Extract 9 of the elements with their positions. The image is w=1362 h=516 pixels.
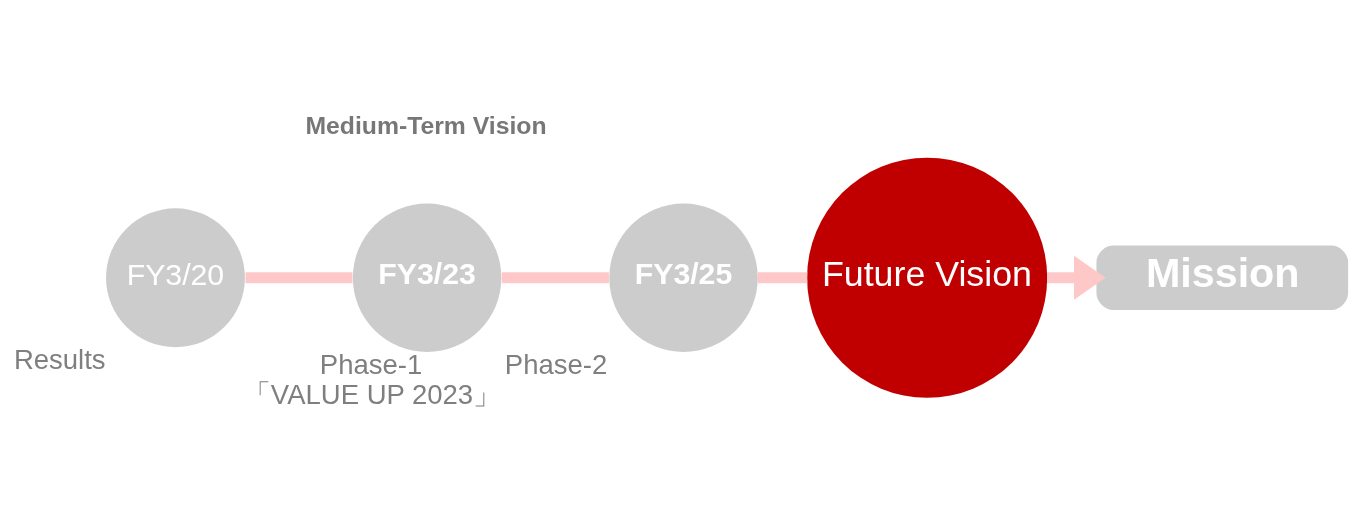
connector <box>757 271 808 283</box>
node-label: 「VALUE UP 2023」 <box>242 378 502 410</box>
label: Medium-Term Vision <box>305 111 547 139</box>
connector <box>245 271 353 283</box>
node-label: Results <box>13 343 106 375</box>
connector <box>501 271 609 283</box>
node-circle: Future Vision <box>807 157 1048 398</box>
node-label: Phase-2 <box>504 348 608 380</box>
arrow <box>1047 255 1106 300</box>
